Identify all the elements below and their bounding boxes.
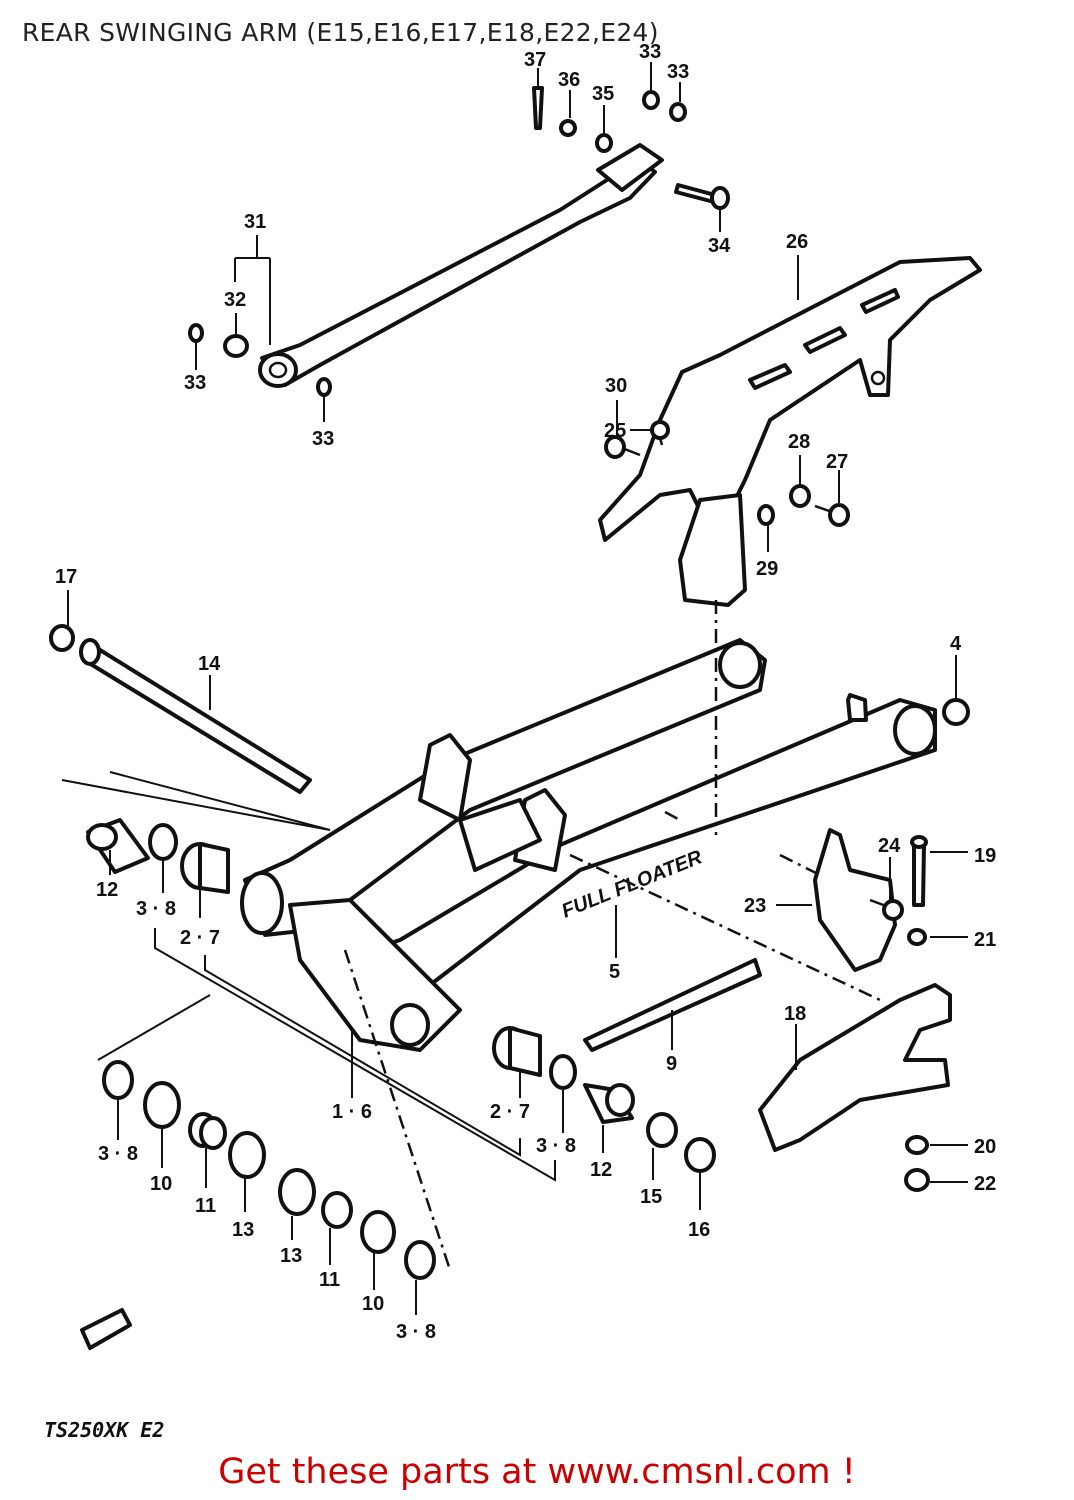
pivot-shaft[interactable] [79, 638, 312, 794]
seal-3-8a[interactable] [148, 823, 178, 861]
label-31: 31 [244, 211, 266, 233]
label-3-8-right: 3 · 8 [536, 1135, 576, 1157]
nut-22[interactable] [904, 1168, 930, 1192]
decal-9[interactable] [583, 958, 762, 1052]
bearing-2-7b[interactable] [492, 1026, 542, 1077]
label-12-right: 12 [590, 1159, 612, 1181]
washer-33d[interactable] [316, 377, 332, 397]
bolt-27[interactable] [814, 503, 850, 527]
bolt-24[interactable] [869, 898, 904, 921]
nut-36[interactable] [559, 119, 577, 137]
label-12-left: 12 [96, 879, 118, 901]
label-20: 20 [974, 1136, 996, 1158]
label-32: 32 [224, 289, 246, 311]
spacer-11a[interactable] [188, 1112, 227, 1150]
label-28: 28 [788, 431, 810, 453]
nut-17[interactable] [49, 624, 75, 652]
label-3-8-bottom: 3 · 8 [396, 1321, 436, 1343]
washer-28[interactable] [789, 484, 811, 508]
part-labels: 37 36 35 33 33 34 31 32 33 33 26 30 28 2… [55, 41, 996, 1343]
alignment-lines [343, 600, 881, 1271]
cushion-lever[interactable] [758, 983, 952, 1152]
seal-3-8b[interactable] [102, 1060, 134, 1100]
label-37: 37 [524, 49, 546, 71]
label-13-a: 13 [232, 1219, 254, 1241]
cap-4[interactable] [942, 698, 970, 726]
bolt-37[interactable] [532, 86, 544, 130]
label-1-6: 1 · 6 [332, 1101, 372, 1123]
label-11-b: 11 [319, 1269, 340, 1291]
footer-link[interactable]: Get these parts at www.cmsnl.com ! [218, 1452, 856, 1492]
label-13-b: 13 [280, 1245, 302, 1267]
label-35: 35 [592, 83, 614, 105]
label-21: 21 [974, 929, 996, 951]
label-27: 27 [826, 451, 848, 473]
spacer-11b[interactable] [321, 1191, 353, 1229]
label-19: 19 [974, 845, 996, 867]
diagram-title: REAR SWINGING ARM (E15,E16,E17,E18,E22,E… [22, 18, 659, 47]
label-9: 9 [666, 1053, 677, 1075]
leader-lines [61, 62, 968, 1315]
front-arrow-icon [80, 1308, 132, 1350]
washer-13a[interactable] [228, 1131, 266, 1179]
label-18: 18 [784, 1003, 806, 1025]
label-26: 26 [786, 231, 808, 253]
label-33-mid: 33 [312, 428, 334, 450]
tension-rod[interactable] [258, 143, 664, 388]
nut-15[interactable] [646, 1112, 678, 1148]
swing-arm[interactable]: FULL FLOATER [240, 638, 937, 1052]
washer-21[interactable] [907, 928, 927, 946]
label-24: 24 [878, 835, 901, 857]
seal-3-8d[interactable] [549, 1054, 577, 1090]
spacer-12a[interactable] [86, 818, 150, 874]
washer-10b[interactable] [360, 1210, 396, 1254]
label-3-8-top: 3 · 8 [136, 898, 176, 920]
spacer-12b[interactable] [583, 1083, 635, 1124]
label-14: 14 [198, 653, 221, 675]
label-4: 4 [950, 633, 962, 655]
label-22: 22 [974, 1173, 996, 1195]
label-10-b: 10 [362, 1293, 384, 1315]
washer-33b[interactable] [669, 102, 687, 122]
washer-10a[interactable] [143, 1081, 181, 1129]
seal-3-8c[interactable] [404, 1240, 436, 1280]
label-2-7-top: 2 · 7 [180, 927, 220, 949]
label-2-7-right: 2 · 7 [490, 1101, 530, 1123]
label-29: 29 [756, 558, 778, 580]
label-15: 15 [640, 1186, 662, 1208]
washer-29[interactable] [757, 504, 775, 526]
bush-32[interactable] [223, 334, 249, 358]
bolt-34[interactable] [674, 183, 730, 210]
washer-13b[interactable] [278, 1168, 316, 1216]
bearing-2-7a[interactable] [180, 842, 230, 894]
washer-33a[interactable] [642, 90, 660, 110]
label-33-top2: 33 [667, 61, 689, 83]
washer-33c[interactable] [188, 323, 204, 343]
washer-20[interactable] [905, 1135, 929, 1155]
label-33-left: 33 [184, 372, 206, 394]
label-33-top1: 33 [639, 41, 661, 63]
label-11-a: 11 [195, 1195, 216, 1217]
label-10-a: 10 [150, 1173, 172, 1195]
model-code: TS250XK E2 [44, 1418, 165, 1442]
label-23: 23 [744, 895, 766, 917]
label-16: 16 [688, 1219, 710, 1241]
label-17: 17 [55, 566, 77, 588]
chain-guard[interactable] [598, 256, 982, 607]
cap-16[interactable] [684, 1137, 716, 1173]
label-25: 25 [604, 420, 626, 442]
label-3-8-bl: 3 · 8 [98, 1143, 138, 1165]
bolt-30[interactable] [604, 435, 641, 459]
label-5: 5 [609, 961, 620, 983]
label-36: 36 [558, 69, 580, 91]
bolt-19[interactable] [910, 835, 928, 907]
label-30: 30 [605, 375, 627, 397]
washer-35[interactable] [595, 133, 613, 153]
label-34: 34 [708, 235, 731, 257]
